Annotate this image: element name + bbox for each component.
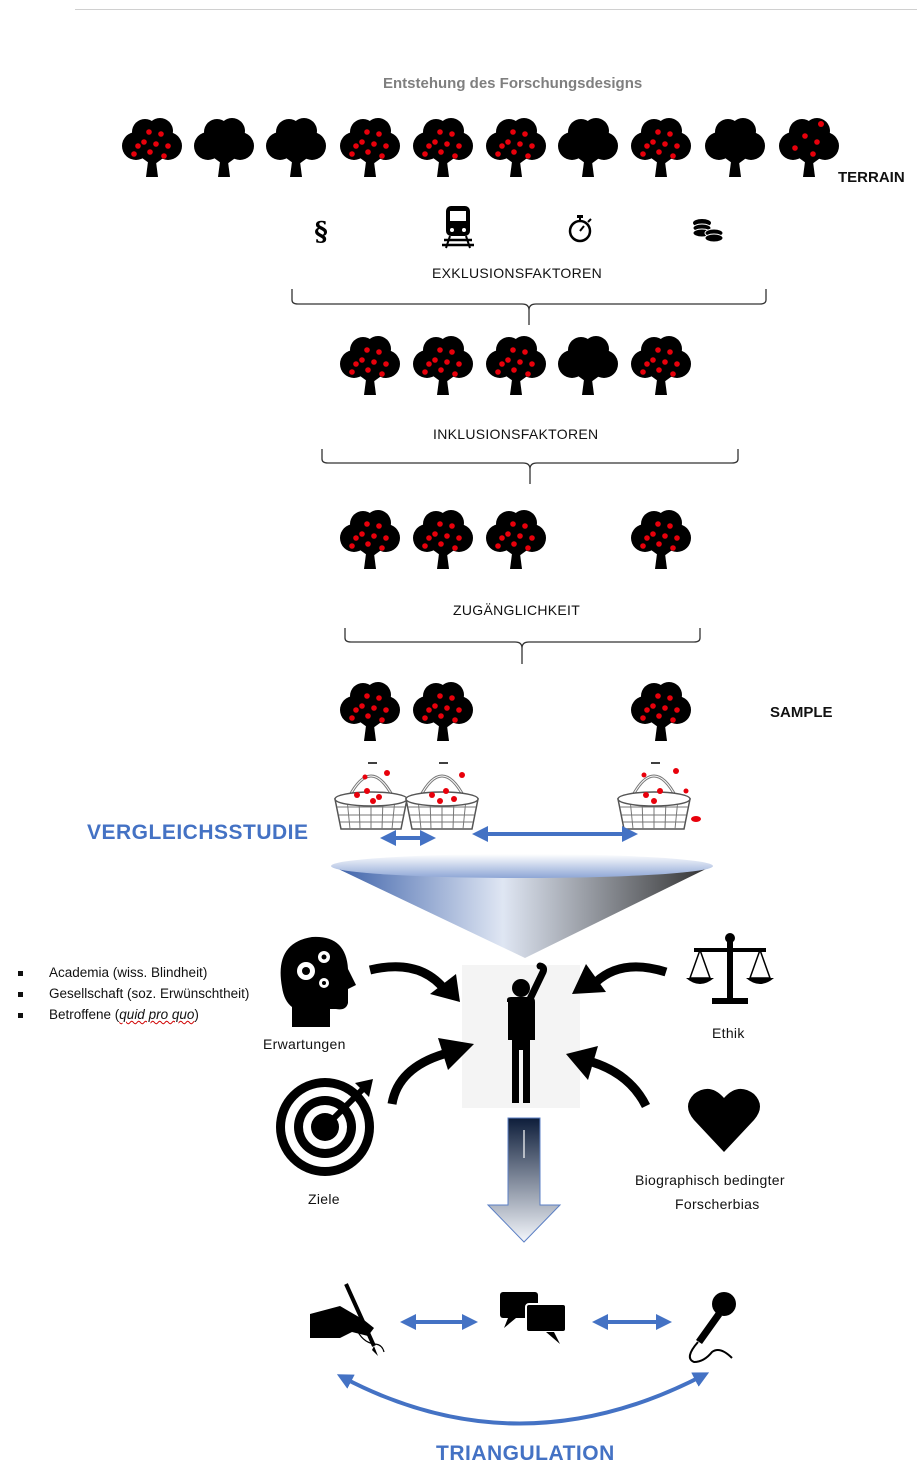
bullet-icon bbox=[18, 991, 23, 997]
bullet-icon bbox=[18, 970, 23, 976]
list-item: Gesellschaft (soz. Erwünschtheit) bbox=[18, 983, 249, 1004]
coins-icon bbox=[692, 219, 724, 243]
curved-arrow bbox=[572, 962, 668, 994]
basket-icon bbox=[404, 762, 480, 831]
bias-label-line2: Forscherbias bbox=[675, 1196, 760, 1212]
tree-icon bbox=[338, 680, 402, 743]
svg-text:§: § bbox=[314, 217, 328, 247]
tree-icon bbox=[338, 508, 402, 571]
person-icon bbox=[506, 962, 548, 1103]
bullet-icon bbox=[18, 1012, 23, 1018]
microphone-icon bbox=[688, 1292, 736, 1364]
tree-icon bbox=[629, 116, 693, 179]
accessible-trees bbox=[338, 508, 693, 571]
tree-icon bbox=[484, 116, 548, 179]
inclusion-brace bbox=[321, 449, 739, 484]
tree-icon bbox=[629, 508, 693, 571]
tree-icon bbox=[556, 334, 620, 397]
tree-icon bbox=[629, 680, 693, 743]
scale-icon bbox=[686, 933, 774, 1004]
basket-icon bbox=[333, 762, 409, 831]
heart-icon bbox=[688, 1088, 760, 1152]
stopwatch-icon bbox=[568, 215, 592, 243]
diagram-title: Entstehung des Forschungsdesigns bbox=[383, 75, 643, 92]
expectations-list: Academia (wiss. Blindheit) Gesellschaft … bbox=[18, 962, 249, 1025]
speech-bubbles-icon bbox=[500, 1292, 567, 1344]
list-item-text: Gesellschaft (soz. Erwünschtheit) bbox=[49, 986, 250, 1001]
top-rule bbox=[75, 9, 917, 10]
list-item-text: Academia (wiss. Blindheit) bbox=[49, 965, 208, 980]
train-icon bbox=[442, 206, 474, 249]
tree-icon bbox=[703, 116, 767, 179]
inclusion-label: INKLUSIONSFAKTOREN bbox=[433, 426, 599, 442]
triangulation-label: TRIANGULATION bbox=[436, 1442, 615, 1465]
list-item: Betroffene (quid pro quo) bbox=[18, 1004, 249, 1025]
expectations-label: Erwartungen bbox=[263, 1036, 346, 1052]
sample-trees bbox=[338, 680, 693, 743]
curved-arrow bbox=[368, 962, 460, 1002]
tree-icon bbox=[411, 334, 475, 397]
tree-icon bbox=[338, 116, 402, 179]
tree-icon bbox=[411, 116, 475, 179]
curved-arrow bbox=[566, 1046, 651, 1109]
down-arrow bbox=[486, 1117, 562, 1243]
access-brace bbox=[344, 628, 701, 664]
bias-label-line1: Biographisch bedingter bbox=[635, 1172, 785, 1188]
tree-icon bbox=[411, 508, 475, 571]
tree-icon bbox=[629, 334, 693, 397]
goals-label: Ziele bbox=[308, 1191, 340, 1207]
tree-icon bbox=[192, 116, 256, 179]
exclusion-brace bbox=[291, 289, 767, 325]
exclusion-label: EXKLUSIONSFAKTOREN bbox=[432, 265, 603, 281]
curved-arrow bbox=[387, 1038, 474, 1105]
terrain-label: TERRAIN bbox=[838, 169, 905, 186]
target-icon bbox=[276, 1078, 374, 1176]
tree-icon bbox=[484, 508, 548, 571]
included-trees bbox=[338, 334, 693, 397]
list-item-text-pre: Betroffene ( bbox=[49, 1007, 120, 1022]
tree-icon bbox=[338, 334, 402, 397]
tree-icon bbox=[411, 680, 475, 743]
access-label: ZUGÄNGLICHKEIT bbox=[453, 602, 581, 618]
comparison-study-label: VERGLEICHSSTUDIE bbox=[87, 821, 309, 844]
writing-hand-icon bbox=[310, 1283, 385, 1356]
list-item: Academia (wiss. Blindheit) bbox=[18, 962, 249, 983]
paragraph-icon: § bbox=[314, 217, 328, 247]
list-item-text-italic: quid pro quo bbox=[119, 1007, 195, 1022]
head-gears-icon bbox=[280, 936, 356, 1027]
sample-label: SAMPLE bbox=[770, 704, 833, 721]
tree-icon bbox=[484, 334, 548, 397]
list-item-text-post: ) bbox=[194, 1007, 199, 1022]
tree-icon bbox=[120, 116, 184, 179]
tree-icon bbox=[777, 116, 841, 179]
funnel-shape bbox=[331, 854, 713, 958]
tree-icon bbox=[264, 116, 328, 179]
ethics-label: Ethik bbox=[712, 1025, 745, 1041]
triangulation-arc-arrow bbox=[336, 1372, 710, 1426]
basket-icon bbox=[616, 762, 701, 831]
tree-icon bbox=[556, 116, 620, 179]
terrain-trees bbox=[120, 116, 841, 179]
